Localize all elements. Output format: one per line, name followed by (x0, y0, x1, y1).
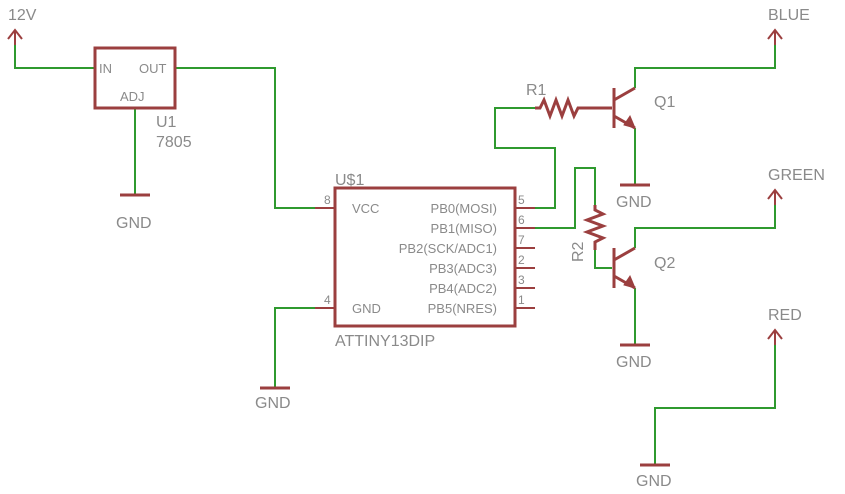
mcu-pin-num-7: 7 (518, 233, 525, 247)
label-green: GREEN (768, 167, 825, 184)
regulator-pin-in: IN (99, 61, 112, 76)
supply-12v: 12V (7, 7, 37, 45)
net-r2-base (594, 250, 612, 269)
nets (14, 45, 776, 465)
regulator-pin-out: OUT (139, 61, 167, 76)
regulator-value: 7805 (156, 134, 192, 151)
label-red: RED (768, 307, 802, 324)
mcu-u1: U$1 ATTINY13DIP VCC GND 8 4 PB0(MOSI) PB… (315, 172, 535, 350)
net-12v (14, 45, 95, 69)
mcu-pin-label-pb2: PB2(SCK/ADC1) (399, 241, 497, 256)
net-red (654, 345, 776, 465)
gnd-regulator: GND (116, 193, 152, 232)
label-gnd-mcu: GND (255, 395, 291, 412)
net-pb1-r2 (535, 167, 596, 229)
net-pb0-r1 (494, 107, 556, 209)
mcu-name: U$1 (335, 172, 364, 189)
transistor-q2-label: Q2 (654, 255, 675, 272)
mcu-pin-num-4: 4 (324, 293, 331, 307)
mcu-pin-num-6: 6 (518, 213, 525, 227)
net-mcu-gnd (274, 307, 335, 388)
mcu-pin-num-5: 5 (518, 193, 525, 207)
net-5v (175, 67, 335, 209)
supply-blue: BLUE (767, 7, 810, 45)
net-green (634, 205, 776, 248)
transistor-q1-label: Q1 (654, 94, 675, 111)
label-12v: 12V (8, 7, 37, 24)
resistor-r2-label: R2 (570, 241, 587, 262)
regulator-pin-adj: ADJ (120, 89, 145, 104)
resistor-r2: R2 (570, 205, 608, 262)
mcu-pin-label-pb4: PB4(ADC2) (429, 281, 497, 296)
mcu-value: ATTINY13DIP (335, 333, 435, 350)
gnd-red: GND (636, 463, 672, 490)
mcu-pin-num-2: 2 (518, 253, 525, 267)
resistor-r1: R1 (526, 82, 612, 121)
mcu-pin-label-pb3: PB3(ADC3) (429, 261, 497, 276)
regulator-u1: IN OUT ADJ U1 7805 (93, 46, 192, 151)
resistor-r1-label: R1 (526, 82, 547, 99)
supply-red: RED (767, 307, 802, 345)
label-gnd-q2: GND (616, 354, 652, 371)
regulator-name: U1 (156, 114, 177, 131)
mcu-pin-label-vcc: VCC (352, 201, 379, 216)
gnd-q1: GND (616, 183, 652, 211)
label-gnd-regulator: GND (116, 215, 152, 232)
mcu-pin-num-1: 1 (518, 293, 525, 307)
net-blue (634, 45, 776, 88)
mcu-pin-num-8: 8 (324, 193, 331, 207)
transistor-q2: Q2 (612, 246, 675, 290)
gnd-mcu: GND (255, 386, 291, 412)
supply-green: GREEN (767, 167, 825, 205)
mcu-pin-label-pb1: PB1(MISO) (431, 221, 497, 236)
label-gnd-q1: GND (616, 194, 652, 211)
mcu-pin-label-pb5: PB5(NRES) (428, 301, 497, 316)
label-blue: BLUE (768, 7, 810, 24)
mcu-pin-label-gnd: GND (352, 301, 381, 316)
mcu-pin-label-pb0: PB0(MOSI) (431, 201, 497, 216)
transistor-q1: Q1 (612, 86, 675, 130)
gnd-q2: GND (616, 343, 652, 371)
label-gnd-red: GND (636, 473, 672, 490)
mcu-pin-num-3: 3 (518, 273, 525, 287)
